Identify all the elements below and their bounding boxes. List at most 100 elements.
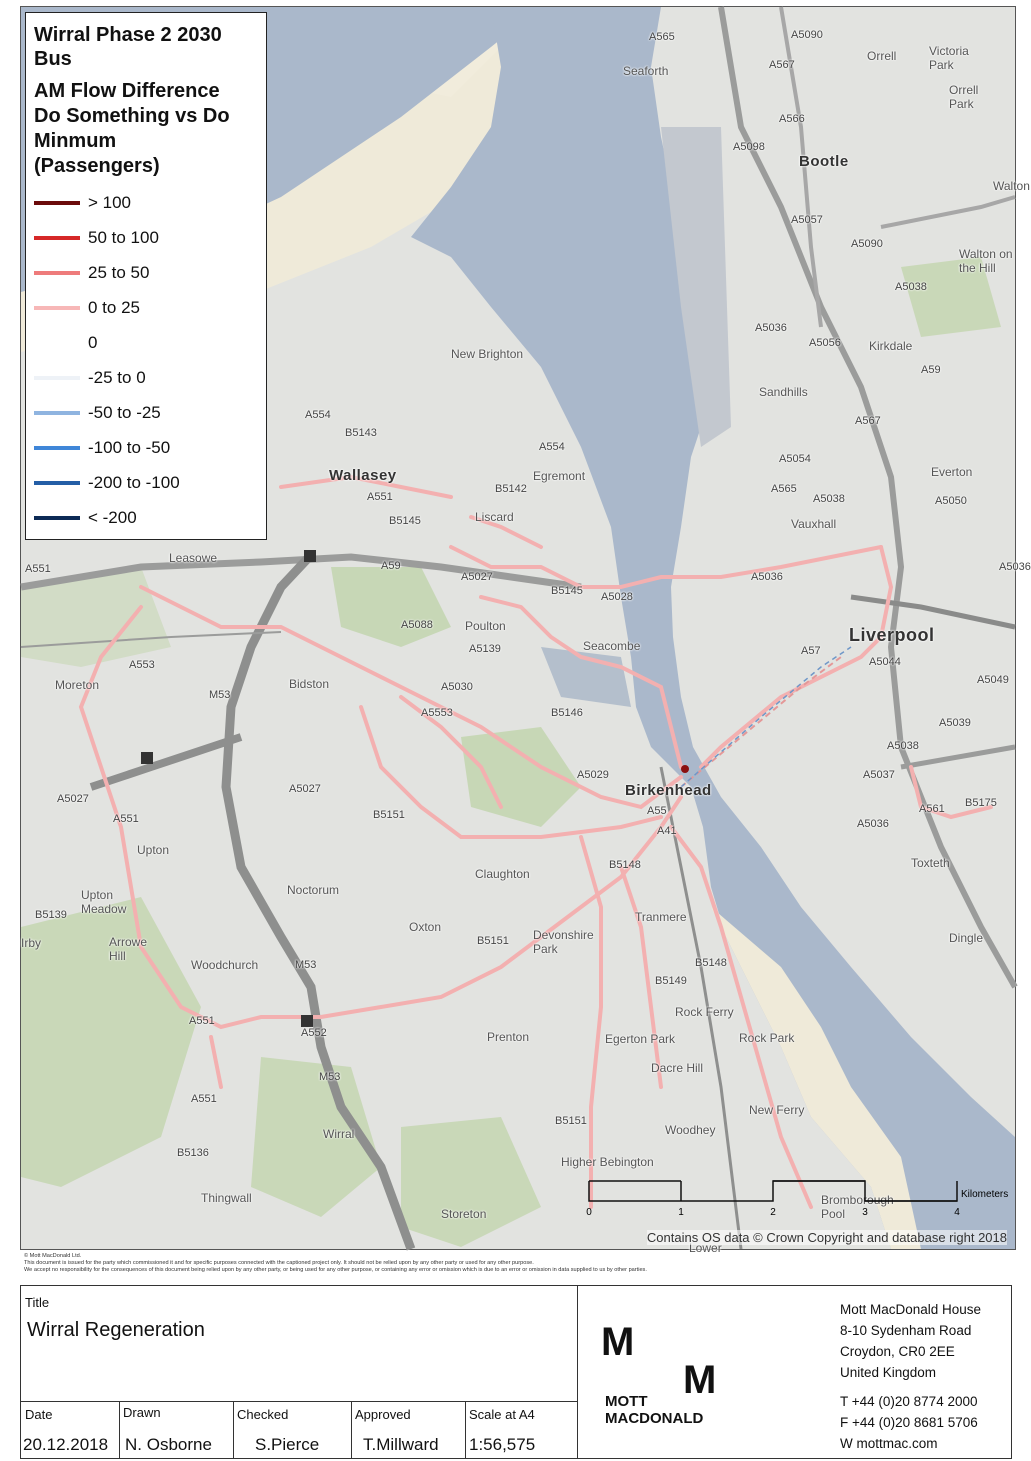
place-label: Toxteth (911, 856, 950, 870)
road-label: B5148 (609, 859, 641, 871)
scale-bar-graphic: 0 1 2 3 4 Kilometers (586, 1180, 1008, 1218)
road-label: A5036 (755, 322, 787, 334)
place-label: Wallasey (329, 467, 397, 484)
road-label: A5553 (421, 707, 453, 719)
road-liverpool-east (850, 594, 1016, 630)
place-label: Noctorum (287, 883, 340, 897)
copyright-notice: Contains OS data © Crown Copyright and d… (646, 1230, 1007, 1245)
road-label: A565 (771, 483, 797, 495)
road-a5090 (880, 195, 1016, 229)
park-leasowe (21, 567, 171, 667)
road-label: A57 (801, 645, 821, 657)
road-a565 (779, 6, 823, 328)
road-label: A5098 (733, 141, 765, 153)
shore-sand (711, 907, 921, 1249)
date-label: Date (25, 1407, 53, 1422)
legend-swatch (34, 270, 80, 275)
approved-label: Approved (355, 1407, 411, 1422)
legend-item: -25 to 0 (34, 360, 258, 395)
legend-item: > 100 (34, 185, 258, 220)
date-value: 20.12.2018 (23, 1435, 109, 1454)
road-label: A5056 (809, 337, 841, 349)
road-a5037 (900, 744, 1016, 770)
scale-label: Scale at A4 (469, 1407, 535, 1422)
road-label: M53 (209, 689, 231, 701)
place-label: Seacombe (583, 639, 641, 653)
place-label: Kirkdale (869, 339, 913, 353)
road-a5036 (718, 6, 1018, 989)
legend-item-label: -200 to -100 (88, 472, 180, 492)
map-frame[interactable]: New Brighton Wallasey Egremont Liscard L… (20, 6, 1031, 1255)
legend-subtitle-line4: (Passengers) (34, 155, 160, 177)
place-label: Higher Bebington (561, 1155, 654, 1169)
place-label: Bromborough Pool (821, 1193, 894, 1221)
ferry-link-blue (680, 646, 852, 788)
legend-swatch (34, 445, 80, 450)
disclaimer-line: © Mott MacDonald Ltd. (24, 1253, 82, 1259)
place-label: Leasowe (169, 551, 218, 565)
legend-item-label: -50 to -25 (88, 402, 161, 422)
road-label: B5175 (965, 797, 997, 809)
place-label: Claughton (475, 867, 530, 881)
birkenhead-terminal-marker (681, 765, 689, 773)
drawn-label: Drawn (123, 1405, 161, 1420)
telephone: T +44 (0)20 8774 2000 (840, 1394, 978, 1409)
road-label: A551 (191, 1093, 217, 1105)
place-label: Tranmere (635, 910, 687, 924)
legend-swatch (34, 375, 80, 380)
place-label: Sandhills (759, 385, 808, 399)
legend-swatch (34, 340, 80, 345)
legend-item: < -200 (34, 500, 258, 535)
park-thingwall (251, 1057, 381, 1217)
legend-item: -200 to -100 (34, 465, 258, 500)
road-label: B5145 (389, 515, 421, 527)
road-label: B5151 (477, 935, 509, 947)
place-label: Upton (137, 843, 170, 857)
place-label: Irby (21, 936, 42, 950)
scale-unit: Kilometers (961, 1189, 1008, 1200)
place-label: Orrell (867, 49, 897, 63)
scale-tick: 0 (586, 1207, 592, 1218)
legend-title-line2: Bus (34, 48, 72, 70)
logo-text-line1: MOTT (605, 1393, 648, 1410)
fax: F +44 (0)20 8681 5706 (840, 1415, 978, 1430)
place-label: Liverpool (849, 625, 935, 645)
legend-subtitle-line3: Minmum (34, 130, 117, 152)
place-label: Rock Ferry (675, 1005, 734, 1019)
address-line: United Kingdom (840, 1365, 937, 1380)
road-label: A567 (855, 415, 881, 427)
place-label: Upton Meadow (81, 888, 127, 916)
road-label: A5038 (887, 740, 919, 752)
title-block: Title Wirral Regeneration Date 20.12.201… (20, 1285, 1012, 1459)
rail-line (20, 631, 282, 648)
disclaimer: © Mott MacDonald Ltd. This document is i… (24, 1253, 1014, 1274)
place-label: Walton (993, 179, 1030, 193)
road-label: M53 (319, 1071, 341, 1083)
map-canvas[interactable] (20, 6, 1018, 1251)
road-label: A5036 (999, 561, 1031, 573)
place-label: Thingwall (201, 1191, 252, 1205)
place-label: Bidston (289, 677, 330, 691)
road-label: A565 (649, 31, 675, 43)
road-label: B5139 (35, 909, 67, 921)
place-label: Woodchurch (191, 958, 259, 972)
website[interactable]: W mottmac.com (840, 1436, 938, 1451)
bus-flow-network (78, 474, 993, 1209)
checked-label: Checked (237, 1407, 289, 1422)
scale-tick: 3 (862, 1207, 868, 1218)
river-mersey (411, 7, 1015, 1249)
place-label: Wirral (323, 1127, 355, 1141)
place-label: Dingle (949, 931, 984, 945)
place-label: Egremont (533, 469, 586, 483)
legend-item-label: 50 to 100 (88, 227, 159, 247)
road-label: A561 (919, 803, 945, 815)
legend-swatch (34, 200, 80, 205)
legend-swatch (34, 480, 80, 485)
road-label: A5027 (289, 783, 321, 795)
road-label: A5039 (939, 717, 971, 729)
address-line: 8-10 Sydenham Road (840, 1323, 972, 1338)
place-label: Storeton (441, 1207, 487, 1221)
road-m53 (221, 551, 416, 1251)
scale-tick: 4 (954, 1207, 960, 1218)
